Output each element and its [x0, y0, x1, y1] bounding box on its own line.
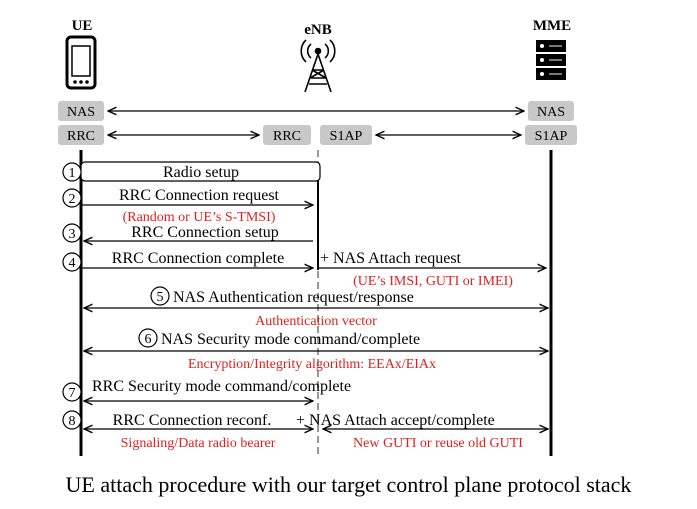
server-icon [536, 40, 566, 80]
svg-text:NAS: NAS [67, 105, 95, 120]
svg-text:NAS: NAS [537, 105, 565, 120]
svg-text:7: 7 [69, 386, 76, 401]
step-1: 1 Radio setup [62, 161, 321, 182]
enb-label: eNB [304, 22, 332, 38]
phone-icon [65, 35, 97, 90]
svg-text:4: 4 [69, 256, 76, 271]
nas-right-box: NAS [528, 101, 574, 121]
svg-text:1: 1 [69, 166, 76, 181]
step-4-note: (UE’s IMSI, GUTI or IMEI) [353, 274, 513, 289]
figure-caption: UE attach procedure with our target cont… [65, 472, 632, 497]
step-4-label: RRC Connection complete [112, 250, 284, 267]
nas-left-box: NAS [58, 101, 104, 121]
step-8-note-2: New GUTI or reuse old GUTI [353, 436, 523, 451]
svg-text:3: 3 [69, 227, 76, 242]
svg-text:RRC: RRC [273, 129, 301, 144]
step-2-label: RRC Connection request [119, 187, 280, 204]
step-8-note: Signaling/Data radio bearer [121, 436, 276, 451]
svg-text:5: 5 [157, 290, 164, 305]
s1ap-right-box: S1AP [525, 125, 577, 145]
step-6-label: NAS Security mode command/complete [161, 331, 420, 348]
step-3-label: RRC Connection setup [131, 224, 279, 241]
rrc-mid-box: RRC [263, 125, 311, 145]
svg-text:8: 8 [69, 414, 76, 429]
svg-text:RRC: RRC [67, 129, 95, 144]
step-1-label: Radio setup [163, 164, 239, 181]
step-2-note: (Random or UE’s S-TMSI) [123, 210, 276, 225]
step-5-note: Authentication vector [255, 314, 377, 329]
step-5: 5 NAS Authentication request/response Au… [84, 286, 548, 329]
step-6-note: Encryption/Integrity algorithm: EEAx/EIA… [188, 357, 436, 372]
mme-label: MME [533, 18, 571, 34]
step-5-label: NAS Authentication request/response [173, 289, 414, 306]
cell-tower-icon [300, 39, 336, 93]
step-4-label-2: + NAS Attach request [320, 250, 462, 267]
step-3: 3 RRC Connection setup [62, 223, 313, 242]
step-4: 4 RRC Connection complete + NAS Attach r… [62, 250, 546, 289]
svg-text:S1AP: S1AP [330, 129, 363, 144]
ue-label: UE [72, 18, 93, 34]
step-8-label: RRC Connection reconf. [113, 412, 272, 429]
svg-text:6: 6 [145, 332, 152, 347]
step-2: 2 RRC Connection request (Random or UE’s… [62, 187, 313, 225]
step-8-label-2: + NAS Attach accept/complete [296, 412, 495, 429]
step-7-label: RRC Security mode command/complete [92, 378, 351, 395]
step-8: 8 RRC Connection reconf. + NAS Attach ac… [62, 410, 548, 451]
step-6: 6 NAS Security mode command/complete Enc… [84, 328, 548, 372]
rrc-left-box: RRC [58, 125, 104, 145]
svg-text:2: 2 [69, 192, 76, 207]
s1ap-mid-box: S1AP [320, 125, 372, 145]
step-7: 7 RRC Security mode command/complete [62, 378, 351, 401]
svg-text:S1AP: S1AP [535, 129, 568, 144]
